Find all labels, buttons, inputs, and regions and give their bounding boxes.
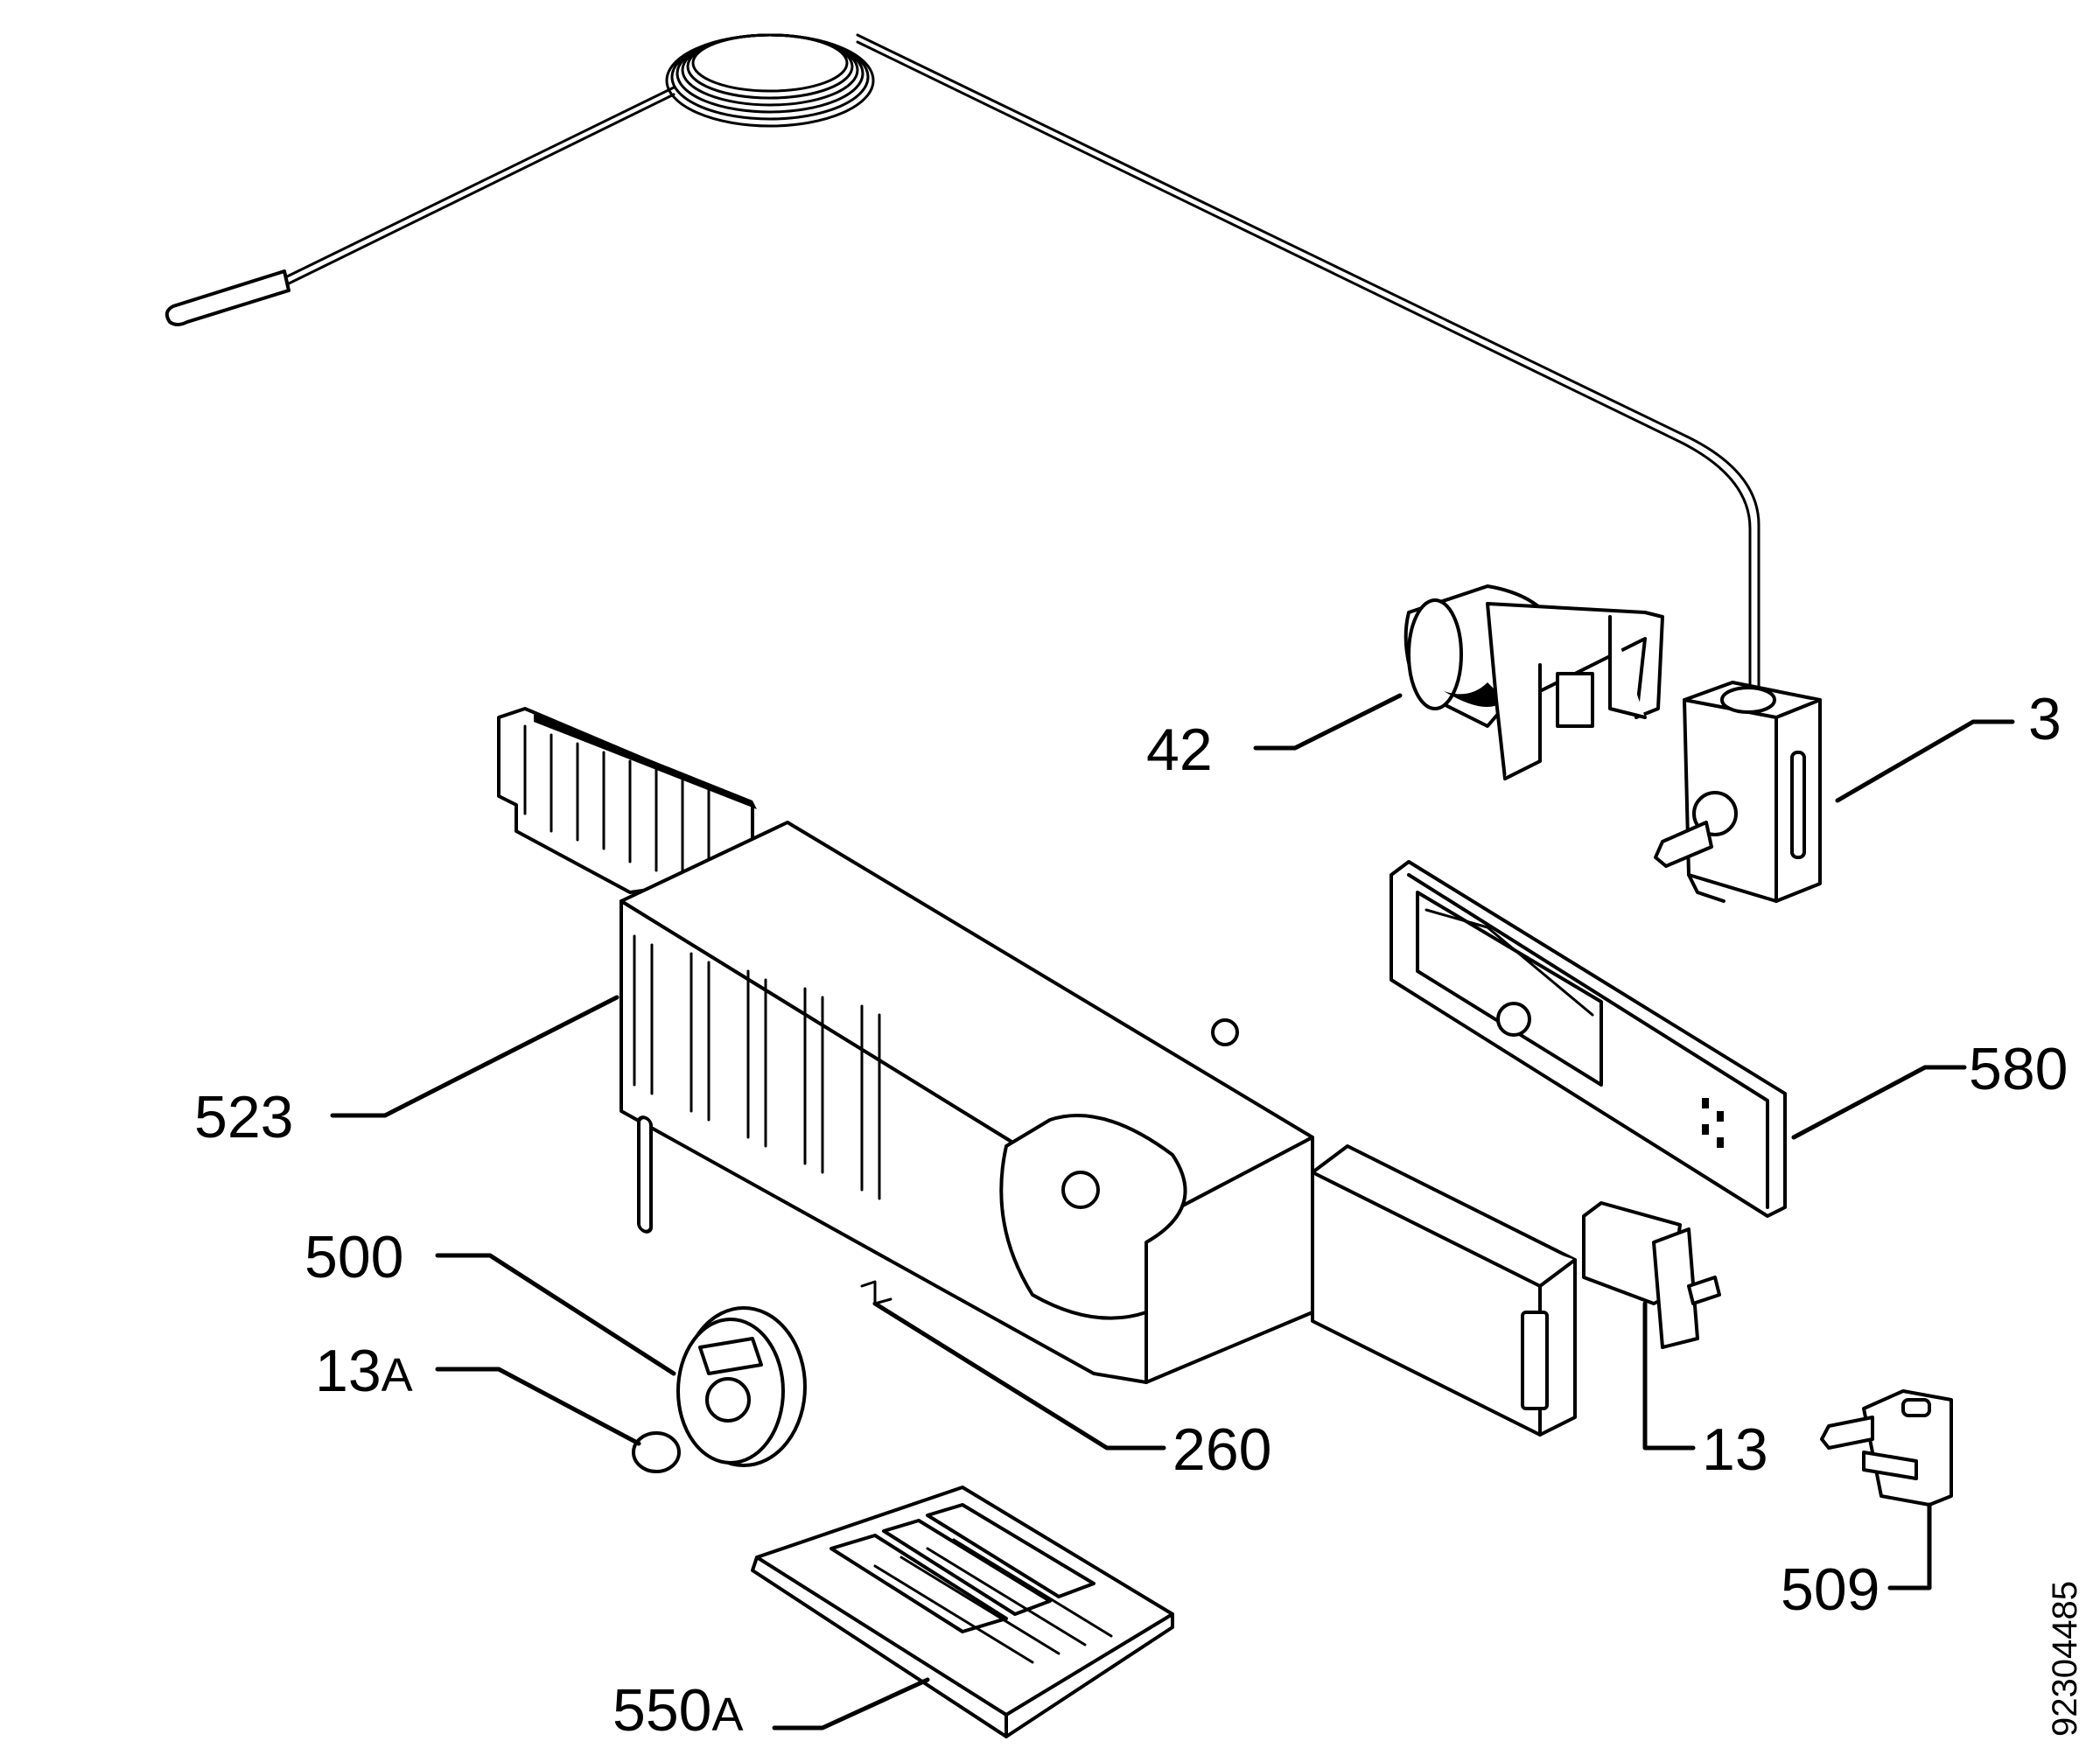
callout-550A-suffix: A — [711, 1689, 743, 1741]
callout-550A: 550A — [612, 1677, 744, 1744]
callout-523: 523 — [194, 1084, 293, 1150]
callout-580: 580 — [1969, 1036, 2068, 1102]
leader-580 — [1791, 1065, 1967, 1140]
callout-13: 13 — [1702, 1416, 1768, 1483]
callout-42: 42 — [1146, 717, 1213, 783]
leader-550A — [772, 1677, 930, 1731]
clip-part — [860, 1280, 892, 1305]
leader-13 — [1642, 1301, 1696, 1451]
document-number: 92304485 — [2046, 1581, 2084, 1737]
lamp-cover-panel-part — [1390, 860, 1787, 1218]
callout-13A-suffix: A — [382, 1349, 413, 1402]
grille-part — [751, 1486, 1174, 1738]
callout-labels: 3 42 580 523 500 13A 260 13 509 550A — [194, 686, 2068, 1744]
switch-part — [1582, 1201, 1721, 1349]
callout-550A-number: 550 — [612, 1677, 711, 1744]
thermostat-part — [1654, 681, 1822, 903]
leader-3 — [1835, 719, 2015, 803]
callout-13A: 13A — [315, 1338, 413, 1404]
lamp-holder-part — [1404, 584, 1664, 780]
callout-13A-number: 13 — [315, 1338, 382, 1404]
leader-260 — [872, 1301, 1166, 1451]
knob-cap-part — [632, 1431, 681, 1473]
knob-part — [676, 1306, 807, 1467]
leader-500 — [435, 1253, 676, 1376]
leader-523 — [330, 995, 620, 1118]
leader-lines — [330, 693, 2015, 1731]
main-housing-part — [497, 707, 1314, 1384]
leader-42 — [1253, 693, 1403, 751]
capillary-tube-part — [164, 33, 1760, 702]
cover-part — [1311, 1144, 1577, 1437]
callout-500: 500 — [304, 1224, 403, 1290]
callout-509: 509 — [1781, 1556, 1880, 1623]
callout-3: 3 — [2028, 686, 2062, 752]
callout-260: 260 — [1172, 1416, 1271, 1483]
leader-13A — [435, 1367, 641, 1446]
lamp-door-part — [1820, 1389, 1953, 1507]
leader-509 — [1887, 1502, 1932, 1591]
